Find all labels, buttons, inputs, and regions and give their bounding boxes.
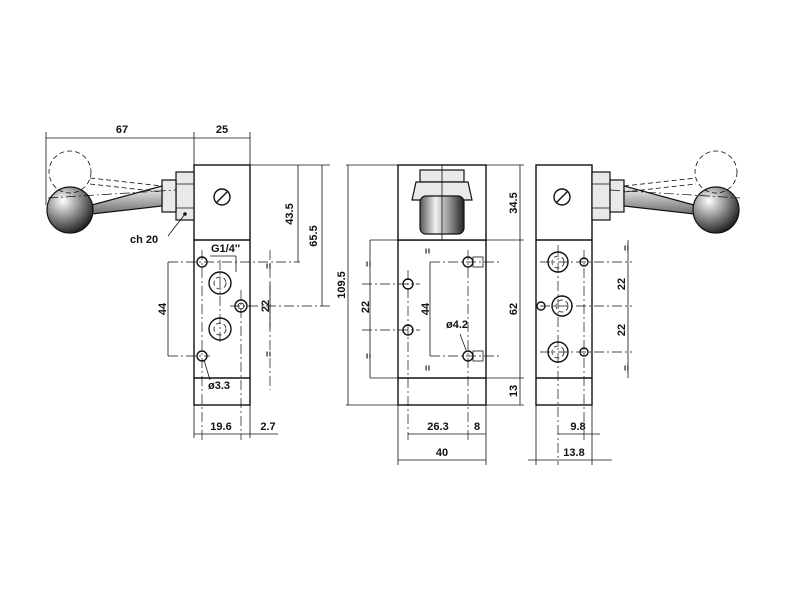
dim-front-offset: 26.3 <box>427 421 448 433</box>
right-top-screw <box>553 188 571 206</box>
right-valve-body <box>535 164 593 406</box>
label-front-hole-diameter: ø4.2 <box>446 319 468 331</box>
left-valve-body <box>193 164 251 406</box>
right-side-view: 22 22 = = 9.8 13.8 <box>528 150 741 465</box>
dim-right-port-spacing-upper: 22 <box>616 278 628 290</box>
dim-height-middle-port: 65.5 <box>308 225 320 246</box>
front-view: 109.5 22 = = 44 = = ø4.2 34.5 62 13 26.3… <box>336 164 524 465</box>
label-port-thread: G1/4'' <box>211 243 240 255</box>
dim-left-offset: 19.6 <box>210 421 231 433</box>
equal-mark-7: = <box>622 245 633 251</box>
dim-right-offset-small: 9.8 <box>570 421 585 433</box>
label-wrench-size: ch 20 <box>130 234 158 246</box>
right-lever-rod <box>623 185 695 215</box>
equal-mark-5: = <box>423 248 434 254</box>
left-lever-rod <box>91 185 163 215</box>
dim-height-upper-port: 43.5 <box>284 203 296 224</box>
dim-right-offset-large: 13.8 <box>563 447 584 459</box>
dim-front-edge: 8 <box>474 421 480 433</box>
dim-front-left-spacing: 22 <box>360 301 372 313</box>
dim-right-port-spacing-lower: 22 <box>616 324 628 336</box>
dim-bottom-height: 13 <box>508 385 520 397</box>
dim-total-height: 109.5 <box>336 271 348 299</box>
left-lever-ball <box>46 186 94 234</box>
left-port-upper <box>208 271 232 295</box>
equal-mark-3: = <box>364 261 375 267</box>
dim-port-spacing: 22 <box>260 300 272 312</box>
dim-front-width: 40 <box>436 447 448 459</box>
equal-mark-4: = <box>364 353 375 359</box>
right-lever-ball <box>692 186 740 234</box>
equal-mark-2: = <box>264 351 275 357</box>
left-side-view: 67 25 43.5 65.5 ch 20 G1/4'' 44 22 = = ø… <box>45 124 330 440</box>
equal-mark-1: = <box>264 263 275 269</box>
dim-lever-reach: 67 <box>116 124 128 136</box>
dim-front-hole-spacing: 44 <box>420 302 432 315</box>
dim-knob-height: 34.5 <box>508 192 520 213</box>
equal-mark-8: = <box>622 365 633 371</box>
dim-front-body-height: 62 <box>508 303 520 315</box>
dim-right-offset: 2.7 <box>260 421 275 433</box>
dim-mount-hole-spacing: 44 <box>157 302 169 315</box>
left-top-screw <box>213 188 231 206</box>
label-mount-hole-diameter: ø3.3 <box>208 380 230 392</box>
dim-body-depth: 25 <box>216 124 228 136</box>
equal-mark-6: = <box>423 365 434 371</box>
